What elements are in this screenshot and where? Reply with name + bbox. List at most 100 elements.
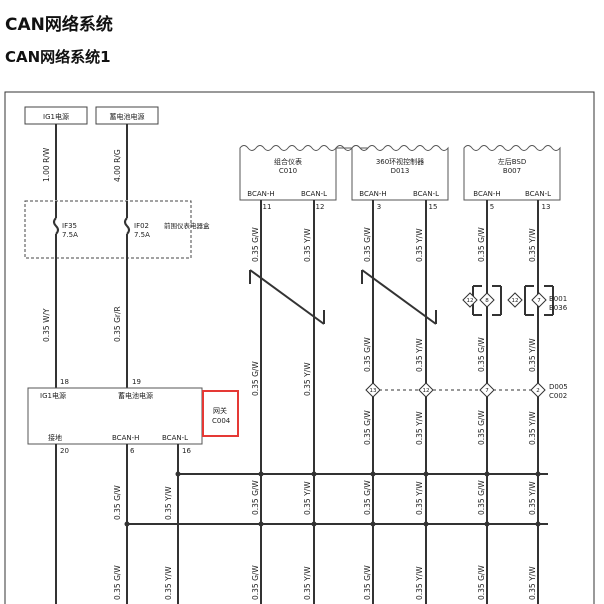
svg-text:组合仪表: 组合仪表 <box>274 157 302 166</box>
gateway-label-highlight: 网关 C004 <box>202 390 239 437</box>
page-subtitle: CAN网络系统1 <box>5 48 111 66</box>
wire-label-gw-h2: 0.35 G/W <box>113 565 122 600</box>
wire-label-ig1-mid: 0.35 W/Y <box>42 308 51 342</box>
svg-text:0.35 Y/W: 0.35 Y/W <box>415 411 424 445</box>
fuse-if35-icon <box>53 217 59 235</box>
svg-text:20: 20 <box>60 447 69 455</box>
twisted-pair-d013 <box>361 269 437 325</box>
svg-text:0.35 G/W: 0.35 G/W <box>251 361 260 396</box>
svg-text:BCAN-L: BCAN-L <box>413 190 439 198</box>
fuse-if35-rating: 7.5A <box>62 231 78 239</box>
svg-text:0.35 G/W: 0.35 G/W <box>251 227 260 262</box>
svg-text:360环视控制器: 360环视控制器 <box>376 157 424 166</box>
svg-text:12: 12 <box>423 388 430 394</box>
svg-text:16: 16 <box>182 447 191 455</box>
svg-text:3: 3 <box>377 203 381 211</box>
connector-b001-b036: 12 8 12 7 B001 B036 <box>462 285 568 316</box>
svg-text:12: 12 <box>316 203 325 211</box>
twisted-pair-c010 <box>249 269 325 325</box>
svg-text:BCAN-H: BCAN-H <box>473 190 500 198</box>
module-b007: 左后BSD B007 BCAN-H BCAN-L 5 13 <box>463 145 561 211</box>
svg-text:2: 2 <box>536 388 540 394</box>
svg-text:B001: B001 <box>549 295 567 303</box>
svg-text:0.35 G/W: 0.35 G/W <box>477 227 486 262</box>
svg-text:C010: C010 <box>279 167 297 175</box>
svg-text:0.35 Y/W: 0.35 Y/W <box>303 228 312 262</box>
svg-text:0.35 Y/W: 0.35 Y/W <box>528 481 537 515</box>
svg-text:13: 13 <box>542 203 551 211</box>
fuse-if02-icon <box>124 217 130 235</box>
svg-text:0.35 Y/W: 0.35 Y/W <box>303 566 312 600</box>
svg-text:0.35 Y/W: 0.35 Y/W <box>528 338 537 372</box>
svg-text:8: 8 <box>485 298 489 304</box>
svg-text:BCAN-L: BCAN-L <box>162 434 188 442</box>
svg-text:C004: C004 <box>212 417 231 425</box>
svg-text:7: 7 <box>537 298 541 304</box>
svg-text:网关: 网关 <box>213 406 227 415</box>
highlight-box <box>202 390 239 437</box>
wire-label-gw-h1: 0.35 G/W <box>113 485 122 520</box>
svg-text:13: 13 <box>370 388 377 394</box>
wire-label-battery-top: 4.00 R/G <box>113 149 122 182</box>
svg-text:12: 12 <box>512 298 519 304</box>
svg-text:0.35 G/W: 0.35 G/W <box>363 565 372 600</box>
svg-text:0.35 G/W: 0.35 G/W <box>251 565 260 600</box>
svg-text:6: 6 <box>130 447 135 455</box>
svg-text:BCAN-L: BCAN-L <box>525 190 551 198</box>
svg-text:0.35 G/W: 0.35 G/W <box>251 480 260 515</box>
svg-text:0.35 G/W: 0.35 G/W <box>363 227 372 262</box>
svg-text:5: 5 <box>490 203 494 211</box>
svg-text:接地: 接地 <box>48 433 62 442</box>
module-c010: 组合仪表 C010 BCAN-H BCAN-L 11 12 <box>239 145 370 211</box>
svg-text:B007: B007 <box>503 167 521 175</box>
module-d013: 360环视控制器 D013 BCAN-H BCAN-L 3 15 <box>351 145 449 211</box>
svg-text:BCAN-H: BCAN-H <box>112 434 139 442</box>
svg-text:19: 19 <box>132 378 141 386</box>
svg-text:蓄电池电源: 蓄电池电源 <box>118 391 153 400</box>
fuse-if35-name: IF35 <box>62 222 77 230</box>
svg-text:0.35 G/W: 0.35 G/W <box>477 410 486 445</box>
svg-text:0.35 G/W: 0.35 G/W <box>363 480 372 515</box>
fuse-if02-rating: 7.5A <box>134 231 150 239</box>
page-title: CAN网络系统 <box>5 15 113 35</box>
svg-text:11: 11 <box>263 203 272 211</box>
wire-label-gw-l1: 0.35 Y/W <box>164 486 173 520</box>
svg-text:0.35 Y/W: 0.35 Y/W <box>528 228 537 262</box>
connector-d005-c002: 13 12 7 2 D005 C002 <box>365 382 568 400</box>
svg-text:0.35 Y/W: 0.35 Y/W <box>415 228 424 262</box>
svg-text:蓄电池电源: 蓄电池电源 <box>110 112 145 121</box>
diagram-frame <box>4 91 595 604</box>
svg-text:0.35 G/W: 0.35 G/W <box>477 480 486 515</box>
svg-text:0.35 Y/W: 0.35 Y/W <box>415 338 424 372</box>
svg-text:B036: B036 <box>549 304 568 312</box>
wire-label-ig1-top: 1.00 R/W <box>42 147 51 182</box>
svg-text:BCAN-H: BCAN-H <box>247 190 274 198</box>
svg-text:D013: D013 <box>391 167 410 175</box>
svg-text:0.35 Y/W: 0.35 Y/W <box>415 566 424 600</box>
svg-text:0.35 Y/W: 0.35 Y/W <box>528 411 537 445</box>
svg-text:0.35 G/W: 0.35 G/W <box>477 565 486 600</box>
fuse-if02-name: IF02 <box>134 222 149 230</box>
wire-label-gw-l2: 0.35 Y/W <box>164 566 173 600</box>
svg-text:0.35 Y/W: 0.35 Y/W <box>303 481 312 515</box>
svg-text:0.35 G/W: 0.35 G/W <box>363 337 372 372</box>
ig1-power-box: IG1电源 <box>24 106 88 125</box>
svg-text:0.35 G/W: 0.35 G/W <box>477 337 486 372</box>
svg-text:BCAN-H: BCAN-H <box>359 190 386 198</box>
fuse-box <box>24 200 192 259</box>
gateway-box: 18 19 IG1电源 蓄电池电源 接地 BCAN-H BCAN-L 20 6 … <box>27 378 203 455</box>
svg-text:D005: D005 <box>549 383 568 391</box>
fuse-box-label: 前围仪表电器盒 <box>164 221 210 230</box>
svg-text:0.35 G/W: 0.35 G/W <box>363 410 372 445</box>
svg-text:BCAN-L: BCAN-L <box>301 190 327 198</box>
svg-text:C002: C002 <box>549 392 567 400</box>
svg-text:0.35 Y/W: 0.35 Y/W <box>303 362 312 396</box>
battery-power-box: 蓄电池电源 <box>95 106 159 125</box>
svg-text:18: 18 <box>60 378 69 386</box>
svg-text:IG1电源: IG1电源 <box>43 112 69 121</box>
svg-text:0.35 Y/W: 0.35 Y/W <box>528 566 537 600</box>
svg-text:0.35 Y/W: 0.35 Y/W <box>415 481 424 515</box>
svg-text:左后BSD: 左后BSD <box>498 157 527 166</box>
svg-text:15: 15 <box>429 203 438 211</box>
